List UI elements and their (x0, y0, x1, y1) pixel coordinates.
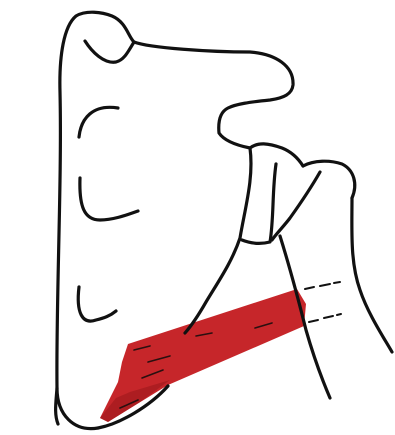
dash-upper-3 (334, 282, 340, 283)
dash-lower-1 (309, 320, 318, 322)
dash-lower-2 (324, 316, 333, 318)
dashed-lines (305, 282, 341, 322)
right-bone-head (303, 161, 355, 198)
upper-notch (85, 41, 134, 62)
dash-upper-1 (305, 287, 314, 289)
inner-curve-middle (80, 178, 138, 220)
dash-upper-2 (320, 284, 330, 286)
dash-lower-3 (337, 314, 341, 315)
bone-edge-curve (79, 107, 118, 137)
left-edge-lower (56, 388, 58, 424)
right-bone-outer-edge (352, 198, 392, 352)
right-bone (272, 161, 392, 398)
right-bone-inner-edge (272, 172, 320, 240)
inner-curve-lower (78, 287, 116, 321)
